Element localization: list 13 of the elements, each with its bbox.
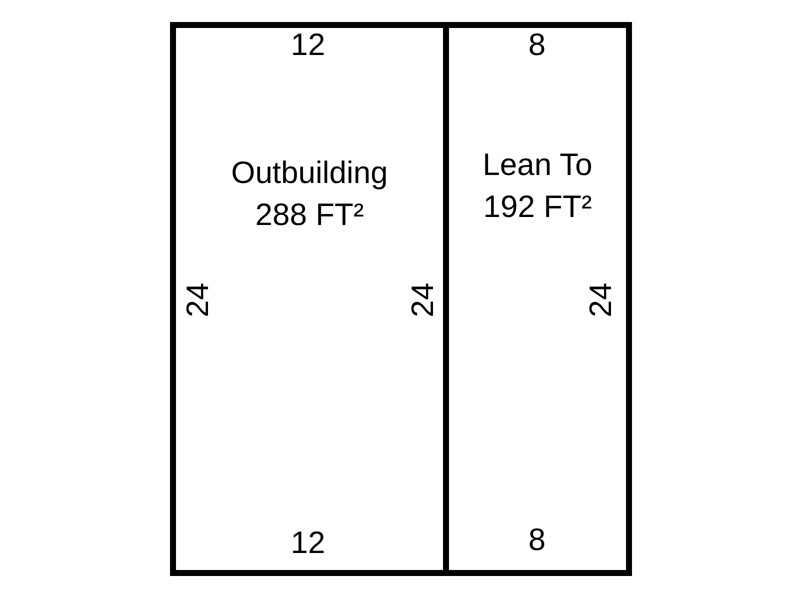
dimension-label: 8 — [528, 523, 546, 557]
room-name: Lean To — [482, 146, 592, 184]
dimension-label: 12 — [290, 28, 326, 62]
room-outline — [449, 22, 632, 576]
room-area: 192 FT² — [483, 186, 592, 228]
dimension-label: 8 — [528, 28, 546, 62]
dimension-label: 24 — [584, 282, 618, 318]
room-area: 288 FT² — [255, 194, 364, 236]
dimension-label: 24 — [181, 282, 215, 318]
dimension-label: 12 — [290, 526, 326, 560]
dimension-label: 24 — [406, 282, 440, 318]
room-name: Outbuilding — [231, 154, 388, 192]
room-outline — [170, 22, 449, 576]
